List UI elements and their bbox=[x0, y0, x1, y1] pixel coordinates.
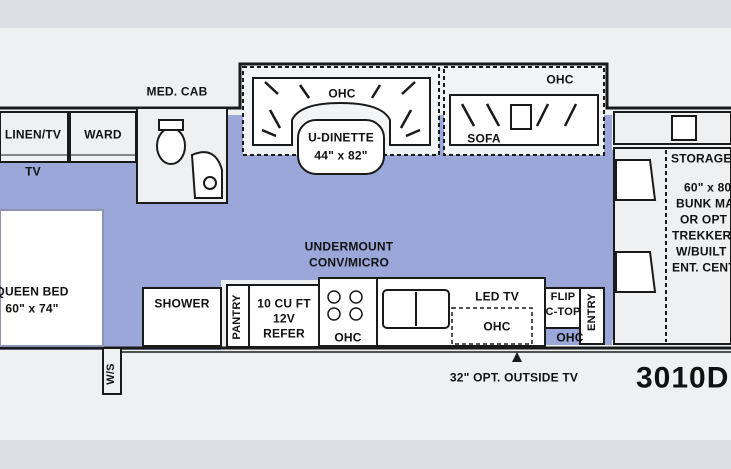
model-number: 3010D bbox=[636, 361, 730, 395]
linen-tv-label: LINEN/TV bbox=[4, 127, 62, 142]
queen-bed-label: QUEEN BED bbox=[0, 284, 69, 299]
tv-label: TV bbox=[25, 164, 41, 179]
entry-ohc-label: OHC bbox=[556, 330, 584, 345]
sofa-label: SOFA bbox=[467, 131, 501, 146]
undermount-label-2: CONV/MICRO bbox=[309, 255, 389, 270]
queen-bed-size-label: 60" x 74" bbox=[5, 301, 59, 316]
tv-ohc-label: OHC bbox=[483, 319, 511, 334]
flip-label-2: C-TOP bbox=[545, 306, 581, 319]
queen-bed bbox=[0, 209, 104, 347]
bunk-line-5: W/BUILT bbox=[676, 244, 727, 259]
cab-storage bbox=[613, 111, 731, 345]
bunk-line-4: TREKKER bbox=[672, 228, 731, 243]
bunk-line-1: 60" x 80 bbox=[684, 180, 731, 195]
outside-tv-marker bbox=[512, 352, 522, 362]
range-burners bbox=[327, 290, 363, 321]
sofa-ohc-label: OHC bbox=[546, 72, 574, 87]
range-ohc-label: OHC bbox=[334, 330, 362, 345]
sink bbox=[382, 289, 450, 329]
sofa bbox=[443, 66, 605, 156]
undermount-label-1: UNDERMOUNT bbox=[304, 239, 394, 254]
storage-label: STORAGE bbox=[671, 151, 731, 166]
bunk-line-6: ENT. CENT bbox=[672, 260, 731, 275]
refer-label-2: 12V bbox=[273, 311, 295, 326]
led-tv-label: LED TV bbox=[475, 289, 519, 304]
pantry-label: PANTRY bbox=[231, 294, 244, 340]
refer-label-3: REFER bbox=[263, 326, 305, 341]
bunk-line-3: OR OPT bbox=[680, 212, 728, 227]
dinette-ohc-label: OHC bbox=[328, 86, 356, 101]
tv-cabinet bbox=[451, 307, 533, 345]
shower-label: SHOWER bbox=[154, 296, 210, 311]
galley-counter bbox=[142, 277, 605, 348]
med-cab-label: MED. CAB bbox=[146, 84, 208, 99]
ward-label: WARD bbox=[84, 127, 122, 142]
u-dinette bbox=[242, 66, 440, 175]
u-dinette-size-label: 44" x 82" bbox=[314, 148, 368, 163]
linen-ward-cabinets bbox=[0, 111, 137, 163]
entry-label: ENTRY bbox=[586, 293, 599, 331]
bathroom bbox=[136, 107, 228, 204]
flip-label-1: FLIP bbox=[550, 291, 576, 304]
u-dinette-label: U-DINETTE bbox=[308, 130, 374, 145]
outside-tv-label: 32" OPT. OUTSIDE TV bbox=[449, 370, 579, 385]
refer-label-1: 10 CU FT bbox=[257, 296, 311, 311]
ws-closet bbox=[102, 347, 122, 395]
bunk-line-2: BUNK MA bbox=[676, 196, 731, 211]
ws-label: W/S bbox=[105, 363, 118, 385]
